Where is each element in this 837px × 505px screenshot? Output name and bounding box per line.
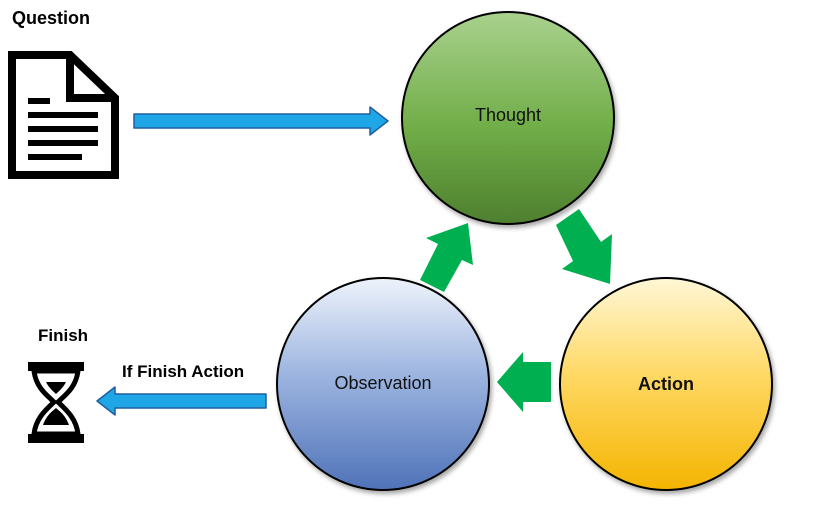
if-finish-action-label: If Finish Action [122, 362, 245, 381]
finish-label: Finish [38, 326, 89, 345]
thought-node [401, 11, 615, 225]
observation-node [276, 277, 490, 491]
observation-label: Observation [334, 373, 432, 393]
thought-to-action-arrow [556, 209, 612, 284]
document-icon [8, 51, 119, 179]
question-label: Question [12, 8, 91, 28]
action-node [559, 277, 773, 491]
thought-label: Thought [474, 105, 542, 125]
action-to-observation-arrow [497, 352, 551, 412]
observation-to-thought-arrow [420, 223, 473, 292]
action-label: Action [638, 374, 694, 394]
question-to-thought-arrow [133, 106, 389, 136]
observation-to-finish-arrow [96, 386, 267, 416]
hourglass-icon [28, 362, 84, 443]
